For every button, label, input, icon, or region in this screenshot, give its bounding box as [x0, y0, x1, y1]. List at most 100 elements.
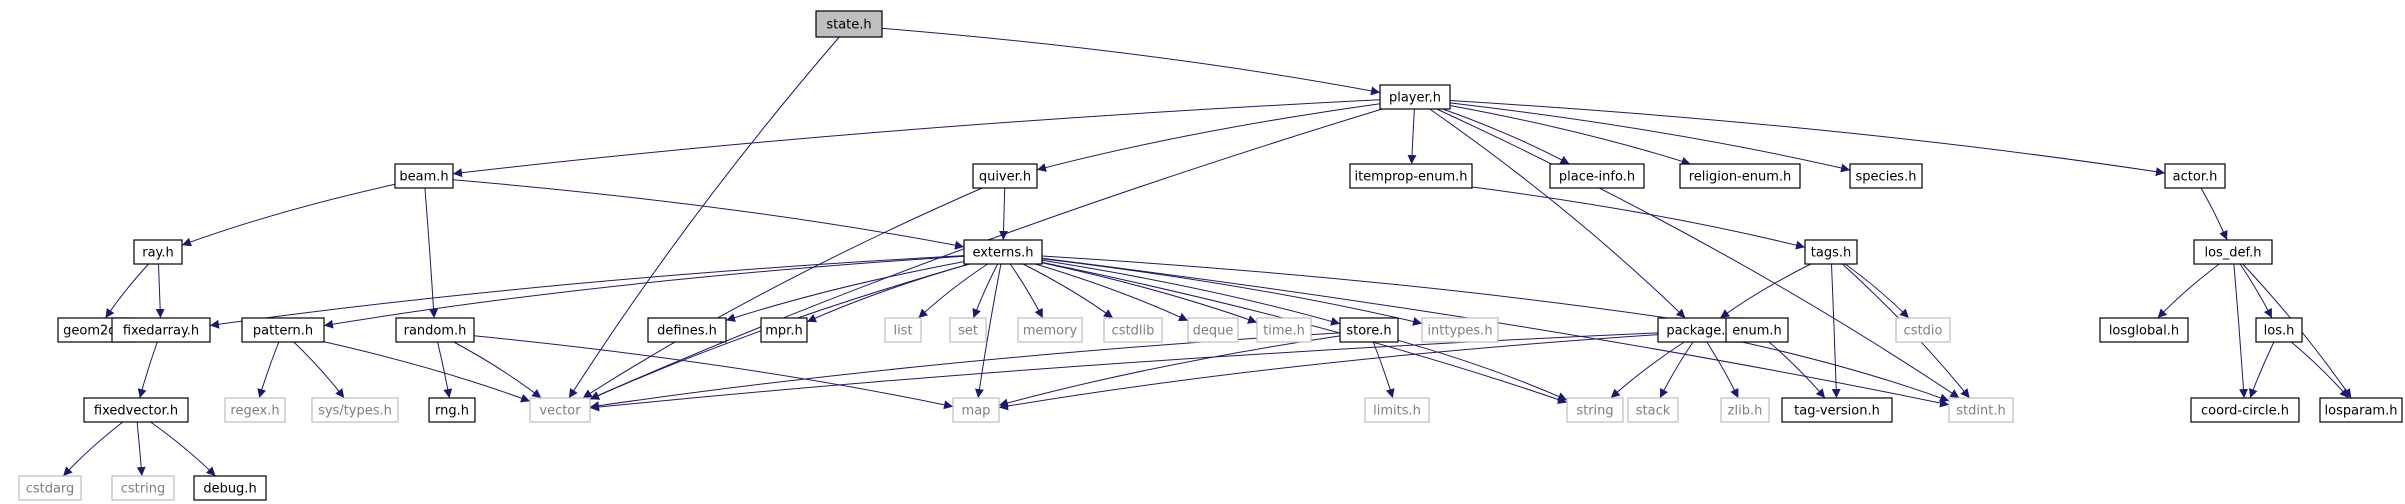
- node-label-actor: actor.h: [2173, 170, 2218, 185]
- edge-layer: [62, 27, 2352, 477]
- node-placeinfo[interactable]: place-info.h: [1549, 163, 1645, 189]
- node-externs[interactable]: externs.h: [963, 239, 1043, 265]
- node-label-placeinfo: place-info.h: [1559, 170, 1635, 185]
- node-regex: regex.h: [224, 397, 286, 423]
- node-box-quiver: [972, 163, 1038, 189]
- edge-actor-to-losdef: [2200, 187, 2228, 241]
- node-box-cstdarg: [18, 475, 82, 501]
- edge-state-to-player: [881, 27, 1381, 96]
- node-box-los: [2255, 317, 2303, 343]
- node-enum[interactable]: enum.h: [1725, 317, 1789, 343]
- node-fixedvector[interactable]: fixedvector.h: [83, 397, 189, 423]
- edge-externs-to-stdint: [1041, 257, 1950, 408]
- node-losdef[interactable]: los_def.h: [2193, 239, 2273, 265]
- edge-package-to-stdint: [1741, 341, 1950, 403]
- node-label-inttypes: inttypes.h: [1427, 324, 1492, 339]
- edge-store-to-vector: [589, 332, 1341, 411]
- node-label-limits: limits.h: [1373, 404, 1421, 419]
- edge-tags-to-cstdio: [1844, 263, 1910, 319]
- node-label-beam: beam.h: [399, 170, 448, 185]
- node-box-set: [949, 317, 987, 343]
- node-box-itemprop: [1349, 163, 1473, 189]
- node-random[interactable]: random.h: [395, 317, 475, 343]
- edge-store-to-limits: [1372, 341, 1395, 399]
- node-mpr[interactable]: mpr.h: [760, 317, 808, 343]
- node-actor[interactable]: actor.h: [2164, 163, 2226, 189]
- node-label-package: package.h: [1666, 324, 1733, 339]
- edge-package-to-zlib: [1706, 341, 1739, 399]
- node-player[interactable]: player.h: [1379, 84, 1451, 110]
- node-box-store: [1339, 317, 1399, 343]
- node-stack: stack: [1627, 397, 1679, 423]
- node-coordcircle[interactable]: coord-circle.h: [2190, 397, 2300, 423]
- node-box-player: [1379, 84, 1451, 110]
- node-label-stdint: stdint.h: [1956, 404, 2005, 419]
- edge-los-to-coordcircle: [2249, 341, 2275, 399]
- node-label-tags: tags.h: [1811, 246, 1851, 261]
- node-vector: vector: [529, 397, 591, 423]
- edge-tags-to-package: [1719, 263, 1812, 319]
- edge-player-to-itemprop: [1407, 108, 1417, 165]
- node-losglobal[interactable]: losglobal.h: [2099, 317, 2189, 343]
- edge-random-to-vector: [453, 341, 542, 399]
- edge-externs-to-list: [918, 263, 988, 319]
- node-fixedarray[interactable]: fixedarray.h: [111, 317, 211, 343]
- node-box-zlib: [1720, 397, 1770, 423]
- node-label-stack: stack: [1636, 404, 1671, 419]
- edge-ray-to-fixedarray: [155, 263, 165, 319]
- node-layer: state.h player.h beam.h quiver.h itemprop-en…: [18, 10, 2403, 501]
- node-box-mpr: [760, 317, 808, 343]
- node-label-defines: defines.h: [657, 324, 717, 339]
- node-label-time: time.h: [1263, 324, 1305, 339]
- node-los[interactable]: los.h: [2255, 317, 2303, 343]
- node-losparam[interactable]: losparam.h: [2319, 397, 2403, 423]
- node-inttypes: inttypes.h: [1421, 317, 1499, 343]
- edge-externs-to-mpr: [806, 263, 970, 323]
- node-label-pattern: pattern.h: [253, 324, 313, 339]
- node-itemprop[interactable]: itemprop-enum.h: [1349, 163, 1473, 189]
- edge-player-to-placeinfo: [1442, 108, 1570, 165]
- node-label-map: map: [962, 404, 991, 419]
- edge-externs-to-set: [972, 263, 999, 319]
- node-box-stack: [1627, 397, 1679, 423]
- node-systypes: sys/types.h: [311, 397, 399, 423]
- node-rng[interactable]: rng.h: [428, 397, 476, 423]
- node-label-fixedarray: fixedarray.h: [123, 324, 199, 339]
- node-tagversion[interactable]: tag-version.h: [1781, 397, 1893, 423]
- node-label-deque: deque: [1193, 324, 1234, 339]
- node-debug[interactable]: debug.h: [193, 475, 267, 501]
- node-quiver[interactable]: quiver.h: [972, 163, 1038, 189]
- node-label-regex: regex.h: [230, 404, 279, 419]
- node-box-inttypes: [1421, 317, 1499, 343]
- edge-player-to-quiver: [1036, 103, 1381, 172]
- edge-player-to-species: [1449, 102, 1851, 173]
- node-beam[interactable]: beam.h: [394, 163, 454, 189]
- node-label-enum: enum.h: [1732, 324, 1782, 339]
- node-defines[interactable]: defines.h: [647, 317, 727, 343]
- edge-fixedvector-to-debug: [150, 421, 216, 477]
- node-label-losdef: los_def.h: [2204, 246, 2261, 261]
- node-ray[interactable]: ray.h: [133, 239, 183, 265]
- edge-externs-to-fixedarray: [209, 255, 965, 329]
- node-label-string: string: [1576, 404, 1613, 419]
- node-religion[interactable]: religion-enum.h: [1679, 163, 1801, 189]
- node-set: set: [949, 317, 987, 343]
- node-box-deque: [1187, 317, 1239, 343]
- node-pattern[interactable]: pattern.h: [241, 317, 325, 343]
- node-label-list: list: [893, 324, 912, 339]
- edge-package-to-stack: [1659, 341, 1694, 399]
- node-tags[interactable]: tags.h: [1804, 239, 1858, 265]
- node-box-debug: [193, 475, 267, 501]
- node-label-cstdio: cstdio: [1904, 324, 1943, 339]
- edge-externs-to-enum: [1041, 255, 1727, 330]
- node-state[interactable]: state.h: [815, 10, 883, 38]
- node-box-losparam: [2319, 397, 2403, 423]
- node-store[interactable]: store.h: [1339, 317, 1399, 343]
- node-box-tags: [1804, 239, 1858, 265]
- node-species[interactable]: species.h: [1849, 163, 1923, 189]
- edge-tags-to-tagversion: [1831, 263, 1841, 399]
- edge-beam-to-random: [424, 187, 439, 319]
- edge-fixedvector-to-cstdarg: [62, 421, 124, 477]
- node-list: list: [884, 317, 922, 343]
